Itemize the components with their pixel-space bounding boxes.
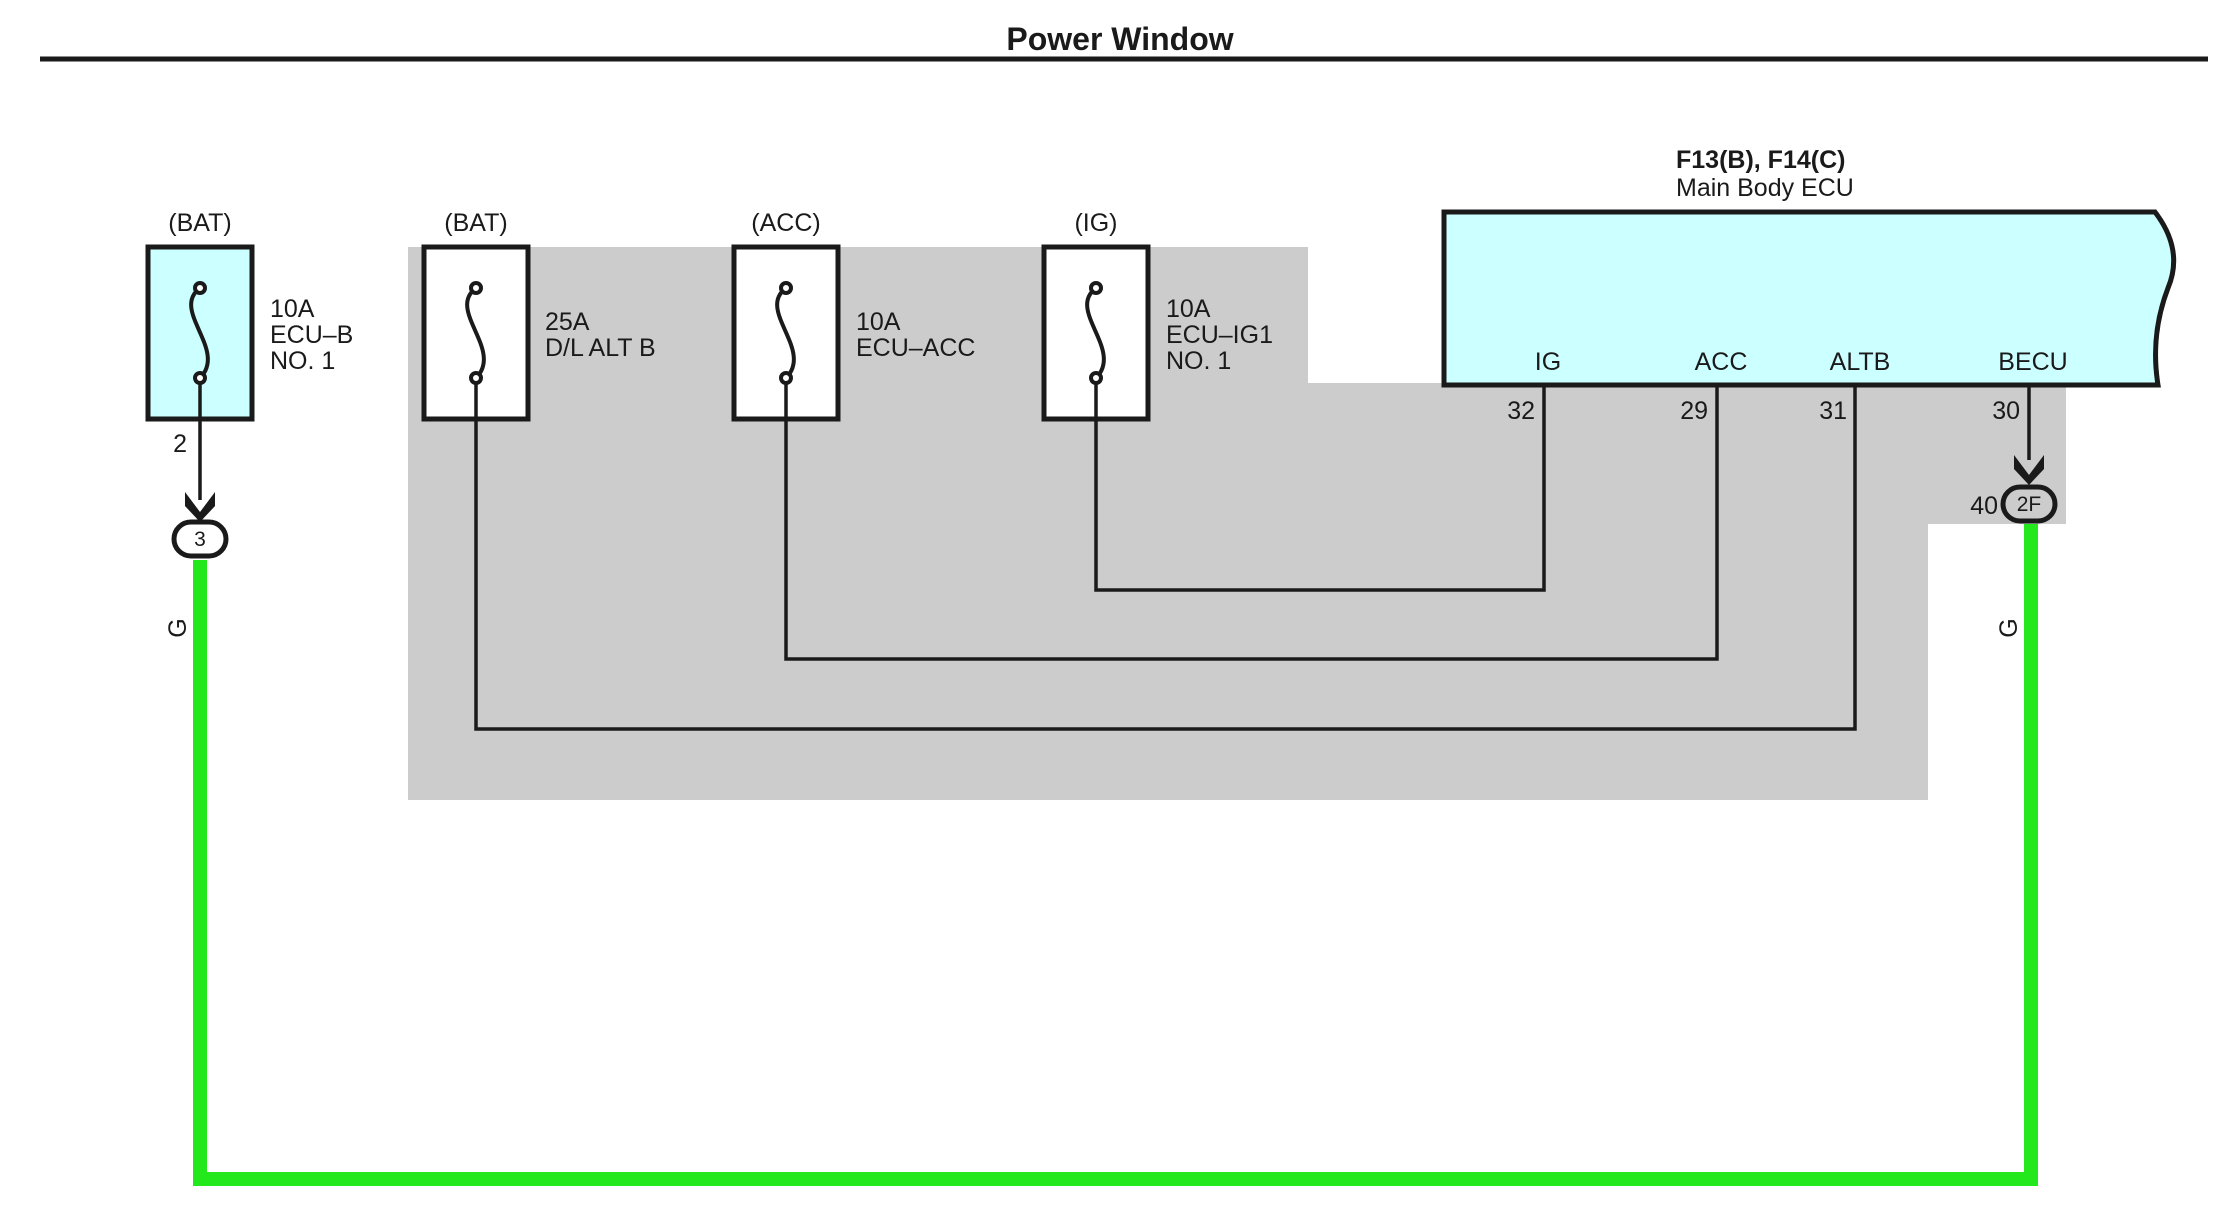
- ecu-terminal-ig: IG: [1535, 348, 1561, 376]
- left-connector-label: 3: [194, 528, 206, 551]
- ecu-pin-becu: 30: [1992, 397, 2020, 425]
- ecu-code: F13(B), F14(C): [1676, 146, 1845, 174]
- ecu-name: Main Body ECU: [1676, 174, 1854, 202]
- main-body-ecu-box: [1441, 209, 2177, 388]
- right-connector-pin: 40: [1970, 492, 1998, 520]
- fuse-4-rating: 10A: [1166, 295, 1211, 323]
- fuse-1-pin: 2: [173, 430, 187, 458]
- fuse-2-symbol: [465, 281, 486, 385]
- fuse-2-source: (BAT): [444, 209, 507, 237]
- fuse-2-rating: 25A: [545, 308, 590, 336]
- fuse-2-name: D/L ALT B: [545, 334, 656, 362]
- right-connector: [2000, 484, 2058, 524]
- ecu-terminal-becu: BECU: [1998, 348, 2067, 376]
- left-wire-color-code: G: [164, 618, 192, 637]
- left-connector-arrow: [185, 492, 215, 522]
- fuse-4-line3: NO. 1: [1166, 347, 1231, 375]
- fuse-1-source: (BAT): [168, 209, 231, 237]
- ecu-pin-ig: 32: [1507, 397, 1535, 425]
- wire-altb-to-ecu-altb: [474, 383, 1857, 731]
- fuse-4-source: (IG): [1074, 209, 1117, 237]
- fuse-4-name: ECU–IG1: [1166, 321, 1273, 349]
- ecu-pin-acc: 29: [1680, 397, 1708, 425]
- right-wire-color-code: G: [1995, 618, 2023, 637]
- fuse-1-line3: NO. 1: [270, 347, 335, 375]
- green-wire-loop: [193, 524, 2038, 1186]
- fuse-3-rating: 10A: [856, 308, 901, 336]
- fuse-3-source: (ACC): [751, 209, 820, 237]
- ecu-terminal-altb: ALTB: [1830, 348, 1891, 376]
- ecu-terminal-acc: ACC: [1695, 348, 1748, 376]
- fuse-1-rating: 10A: [270, 295, 315, 323]
- left-connector: [171, 519, 229, 559]
- fuse-3-name: ECU–ACC: [856, 334, 975, 362]
- right-connector-arrow: [2014, 455, 2044, 485]
- wire-acc-to-ecu-acc: [784, 383, 1719, 661]
- right-connector-label: 2F: [2017, 493, 2042, 516]
- wire-ig1-to-ecu-ig: [1094, 383, 1546, 592]
- fuse-1-name: ECU–B: [270, 321, 353, 349]
- diagram-title: Power Window: [1006, 21, 1233, 57]
- ecu-pin-altb: 31: [1819, 397, 1847, 425]
